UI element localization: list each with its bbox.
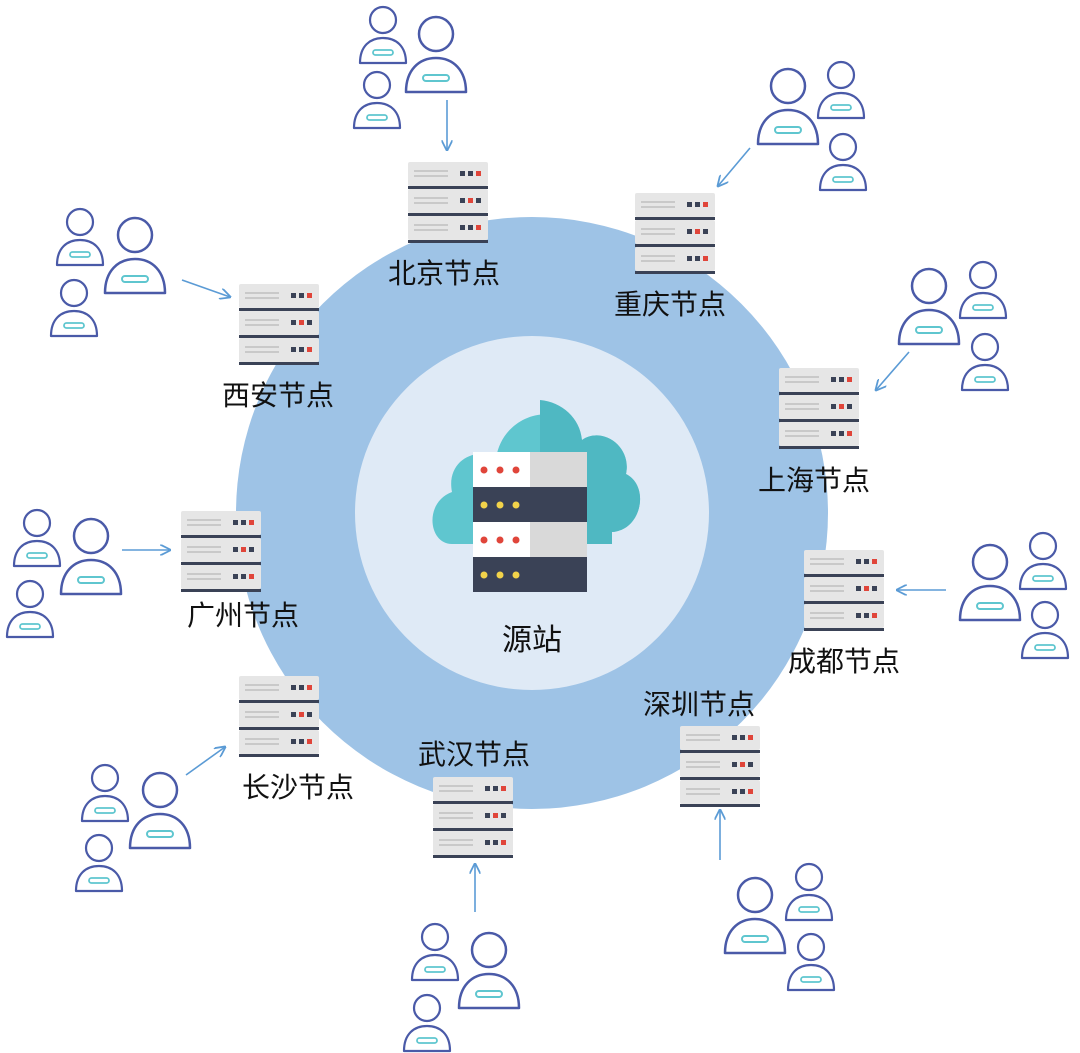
user-group-shenzhen — [723, 862, 836, 992]
node-label-xian: 西安节点 — [222, 379, 335, 412]
server-icon-wuhan — [433, 777, 513, 858]
cloud-server-icon — [432, 400, 641, 592]
node-label-changsha: 长沙节点 — [242, 771, 355, 804]
user-group-chongqing — [756, 60, 868, 192]
node-label-shanghai: 上海节点 — [758, 464, 871, 497]
user-group-xian — [49, 207, 167, 338]
server-icon-beijing — [408, 162, 488, 243]
arrow-shanghai — [876, 351, 910, 390]
user-group-chengdu — [958, 531, 1070, 660]
user-group-guangzhou — [5, 508, 123, 639]
user-group-changsha — [74, 763, 192, 893]
user-group-shanghai — [897, 260, 1010, 392]
node-label-chengdu: 成都节点 — [788, 645, 901, 678]
server-icon-xian — [239, 284, 319, 365]
user-group-wuhan — [402, 922, 521, 1053]
server-icon-shanghai — [779, 368, 859, 449]
server-icon-chengdu — [804, 550, 884, 631]
server-icon-shenzhen — [680, 726, 760, 807]
node-label-guangzhou: 广州节点 — [187, 599, 300, 632]
user-group-beijing — [352, 5, 468, 130]
node-label-beijing: 北京节点 — [388, 257, 501, 290]
node-label-shenzhen: 深圳节点 — [643, 688, 756, 721]
node-label-chongqing: 重庆节点 — [614, 288, 727, 321]
server-icon-chongqing — [635, 193, 715, 274]
server-icon-guangzhou — [181, 511, 261, 592]
arrow-xian — [181, 279, 230, 297]
node-label-wuhan: 武汉节点 — [418, 738, 531, 771]
origin-label: 源站 — [502, 623, 562, 658]
arrow-changsha — [185, 747, 225, 776]
arrow-chongqing — [718, 147, 751, 186]
server-icon-changsha — [239, 676, 319, 757]
